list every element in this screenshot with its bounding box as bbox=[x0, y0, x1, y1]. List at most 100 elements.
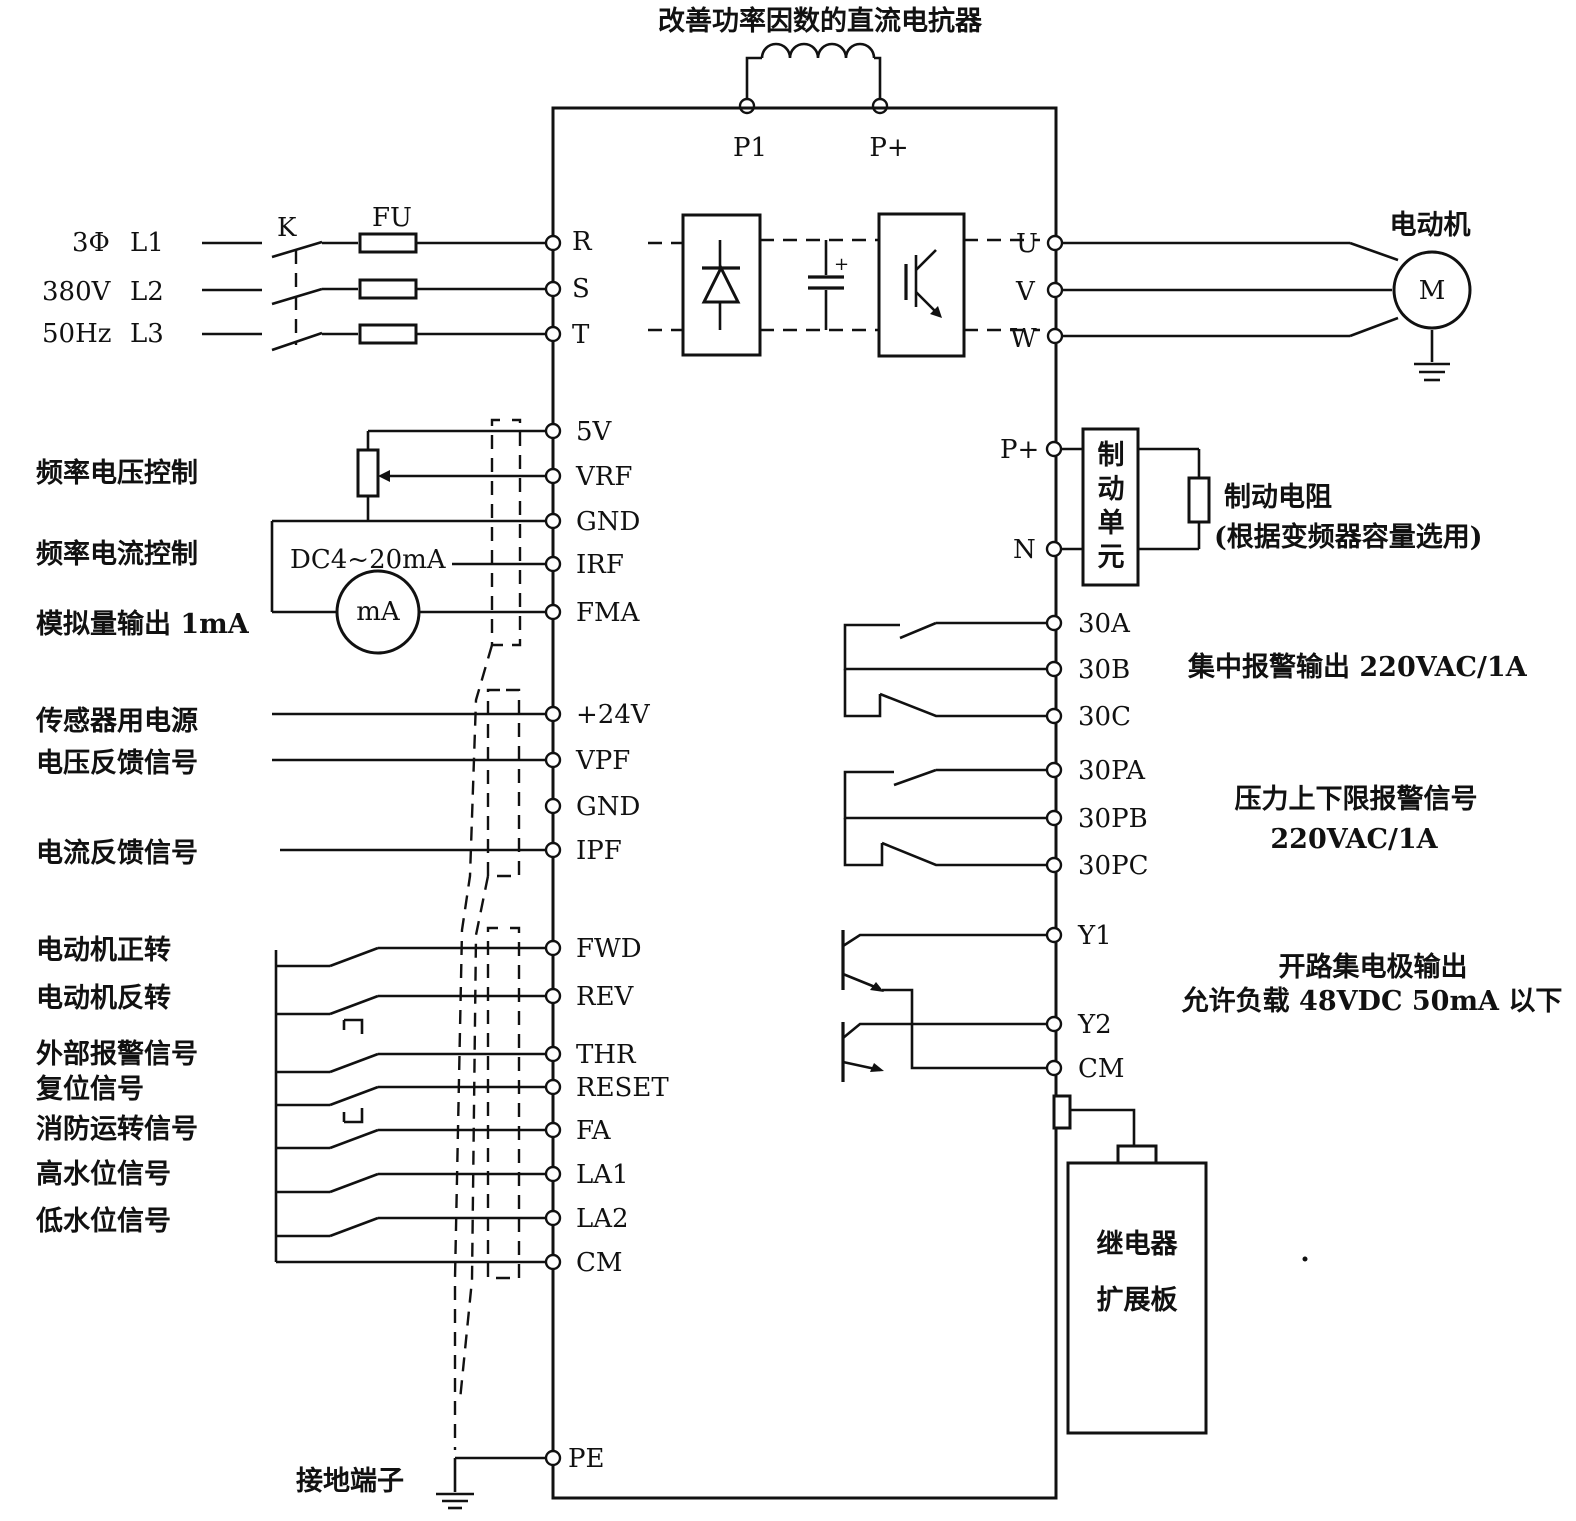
relay-board-wiring bbox=[1052, 1094, 1158, 1166]
brake-unit-char-2: 动 bbox=[1098, 474, 1125, 505]
label-reset: 复位信号 bbox=[36, 1073, 144, 1105]
terminal-v bbox=[1046, 281, 1064, 299]
label-right-terminal: Y2 bbox=[1077, 1010, 1112, 1040]
label-fuse: FU bbox=[372, 203, 412, 233]
terminal-left-2 bbox=[544, 512, 562, 530]
motor-wiring bbox=[1062, 241, 1450, 382]
label-left-terminal: FWD bbox=[576, 934, 642, 964]
brake-unit-box bbox=[1081, 427, 1140, 587]
internal-power-circuit: + bbox=[648, 212, 1040, 358]
label-motor-m: M bbox=[1419, 276, 1446, 306]
terminal-left-17 bbox=[544, 1449, 562, 1467]
label-right-terminal: 30PB bbox=[1078, 804, 1148, 834]
terminal-left-5 bbox=[544, 705, 562, 723]
terminal-brake-pplus bbox=[1045, 440, 1063, 458]
terminal-brake-n bbox=[1045, 540, 1063, 558]
terminal-left-12 bbox=[544, 1078, 562, 1096]
terminal-left-10 bbox=[544, 987, 562, 1005]
inverter-igbt-block bbox=[877, 212, 966, 358]
terminal-s bbox=[544, 280, 562, 298]
label-motor: 电动机 bbox=[1390, 210, 1471, 241]
label-voltage-feedback: 电压反馈信号 bbox=[36, 748, 198, 779]
label-right-terminal: 30PA bbox=[1078, 756, 1146, 786]
label-left-terminal: PE bbox=[568, 1444, 604, 1474]
motor-symbol bbox=[1392, 250, 1472, 330]
label-left-terminal: FMA bbox=[576, 598, 641, 628]
label-pressure-alarm: 压力上下限报警信号 bbox=[1235, 784, 1478, 815]
label-high-water: 高水位信号 bbox=[36, 1158, 171, 1190]
label-ext-alarm: 外部报警信号 bbox=[36, 1038, 198, 1070]
label-w: W bbox=[1010, 324, 1037, 354]
label-right-terminal: 30C bbox=[1078, 702, 1131, 732]
label-left-terminal: LA1 bbox=[576, 1160, 629, 1190]
label-s: S bbox=[572, 274, 590, 304]
label-left-terminal: FA bbox=[576, 1116, 612, 1146]
label-frequency: 50Hz bbox=[42, 319, 111, 349]
diagram-title: 改善功率因数的直流电抗器 bbox=[658, 5, 983, 37]
svg-text:+: + bbox=[834, 254, 849, 275]
ammeter bbox=[335, 569, 421, 655]
label-left-terminal: GND bbox=[576, 507, 640, 537]
terminal-left-6 bbox=[544, 751, 562, 769]
label-sensor-power: 传感器用电源 bbox=[35, 705, 198, 737]
label-phase: 3Φ bbox=[72, 228, 110, 258]
label-l1: L1 bbox=[130, 228, 164, 258]
potentiometer bbox=[356, 448, 380, 498]
label-left-terminal: 5V bbox=[576, 417, 613, 447]
terminal-right-30c bbox=[1045, 707, 1063, 725]
label-motor-fwd: 电动机正转 bbox=[36, 935, 171, 966]
label-oc-output: 开路集电极输出 bbox=[1279, 951, 1468, 983]
ground-wiring bbox=[436, 1456, 547, 1510]
label-freq-current: 频率电流控制 bbox=[36, 538, 198, 570]
label-right-terminal: 30A bbox=[1078, 609, 1131, 639]
label-right-terminal: 30B bbox=[1078, 655, 1130, 685]
terminal-left-4 bbox=[544, 603, 562, 621]
label-relay-board-2: 扩展板 bbox=[1097, 1285, 1178, 1316]
terminal-left-14 bbox=[544, 1165, 562, 1183]
label-left-terminal: LA2 bbox=[576, 1204, 629, 1234]
terminal-t bbox=[544, 325, 562, 343]
brake-resistor bbox=[1187, 476, 1211, 524]
label-right-terminal: 30PC bbox=[1078, 851, 1148, 881]
label-brake-note: (根据变频器容量选用) bbox=[1214, 521, 1483, 553]
label-relay-board-1: 继电器 bbox=[1097, 1228, 1179, 1260]
label-v: V bbox=[1015, 277, 1036, 307]
terminal-left-8 bbox=[544, 841, 562, 859]
terminal-right-30b bbox=[1045, 660, 1063, 678]
terminal-reactor-pplus bbox=[871, 97, 889, 115]
label-brake-resistor: 制动电阻 bbox=[1224, 482, 1332, 513]
terminal-right-y2 bbox=[1045, 1015, 1063, 1033]
brake-unit-char-1: 制 bbox=[1098, 440, 1125, 471]
terminal-p1 bbox=[738, 97, 756, 115]
terminal-left-3 bbox=[544, 555, 562, 573]
terminal-left-13 bbox=[544, 1121, 562, 1139]
label-right-terminal: Y1 bbox=[1077, 921, 1112, 951]
label-right-terminal: CM bbox=[1078, 1054, 1125, 1084]
brake-unit-char-4: 元 bbox=[1098, 542, 1125, 573]
label-current-feedback: 电流反馈信号 bbox=[36, 838, 198, 869]
terminal-left-15 bbox=[544, 1209, 562, 1227]
terminal-left-0 bbox=[544, 422, 562, 440]
terminal-right-30a bbox=[1045, 614, 1063, 632]
label-p1: P1 bbox=[733, 133, 767, 163]
label-central-alarm: 集中报警输出 220VAC/1A bbox=[1187, 651, 1528, 683]
speck bbox=[1302, 1256, 1308, 1262]
label-left-terminal: +24V bbox=[576, 700, 651, 730]
label-pressure-rating: 220VAC/1A bbox=[1270, 824, 1438, 855]
label-left-terminal: REV bbox=[576, 982, 635, 1012]
label-left-terminal: CM bbox=[576, 1248, 623, 1278]
label-left-terminal: VRF bbox=[575, 462, 632, 492]
terminal-right-30pa bbox=[1045, 761, 1063, 779]
label-reactor-pplus: P+ bbox=[869, 133, 908, 163]
label-freq-voltage: 频率电压控制 bbox=[36, 457, 198, 489]
relay-contacts bbox=[841, 621, 1048, 1082]
dc-reactor bbox=[745, 42, 882, 105]
label-t: T bbox=[572, 320, 590, 350]
analog-input-wiring bbox=[270, 429, 547, 852]
terminal-left-9 bbox=[544, 939, 562, 957]
label-low-water: 低水位信号 bbox=[35, 1205, 171, 1237]
label-left-terminal: GND bbox=[576, 792, 640, 822]
label-u: U bbox=[1016, 229, 1038, 259]
label-dc-current: DC4~20mA bbox=[290, 545, 447, 575]
